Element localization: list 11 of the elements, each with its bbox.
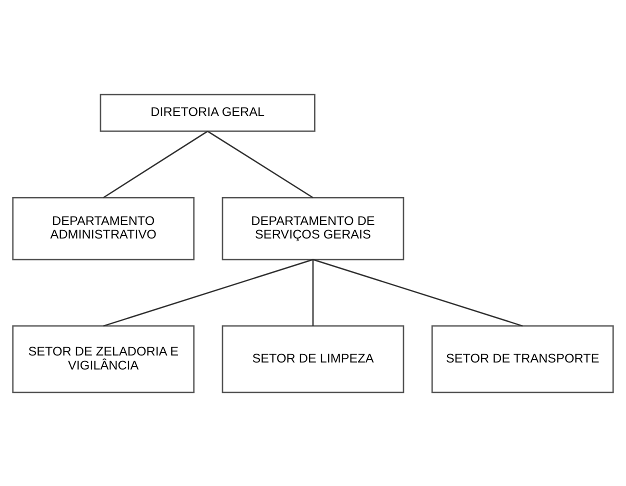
connector: [207, 130, 314, 198]
connector: [103, 258, 314, 326]
node-box: SETOR DE LIMPEZA: [222, 324, 404, 393]
connector: [312, 259, 314, 326]
node-box: DEPARTAMENTO DE SERVIÇOS GERAIS: [222, 196, 404, 260]
connector: [103, 130, 208, 198]
node-box: DEPARTAMENTO ADMINISTRATIVO: [12, 196, 195, 260]
connector: [312, 258, 523, 326]
node-box: SETOR DE TRANSPORTE: [431, 324, 614, 393]
node-box: DIRETORIA GERAL: [100, 93, 316, 132]
node-box: SETOR DE ZELADORIA E VIGILÂNCIA: [12, 324, 195, 393]
